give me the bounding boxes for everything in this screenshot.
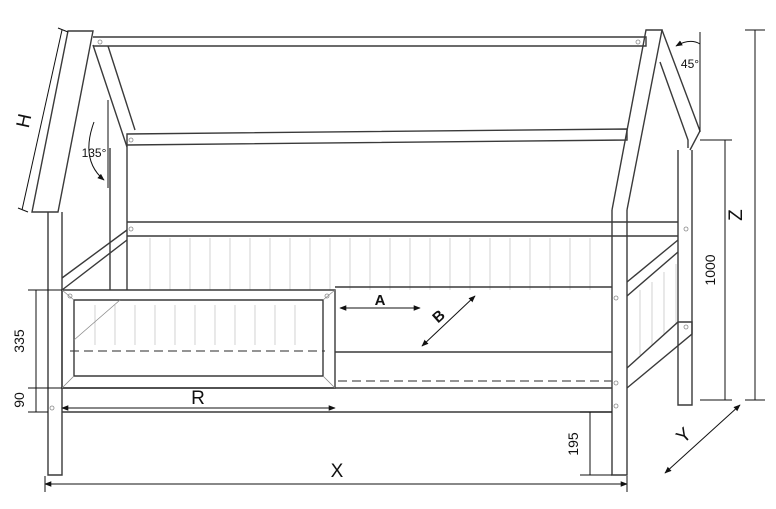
right-front-roof-beam-outer bbox=[611, 29, 663, 211]
label-angle-45: 45° bbox=[681, 57, 699, 71]
left-front-roof-beam bbox=[31, 30, 94, 213]
right-back-post bbox=[677, 150, 693, 406]
label-z: Z bbox=[726, 209, 747, 221]
label-335: 335 bbox=[11, 329, 27, 353]
right-side-lower-rail bbox=[626, 321, 693, 389]
left-back-post bbox=[109, 145, 128, 290]
label-angle-135: 135° bbox=[82, 146, 107, 160]
screws bbox=[49, 226, 689, 411]
label-195: 195 bbox=[565, 432, 581, 456]
angle-arc-45 bbox=[675, 40, 701, 47]
label-y: Y bbox=[673, 424, 697, 448]
label-a: A bbox=[375, 292, 386, 309]
bed-frame bbox=[47, 145, 693, 476]
front-guard-panel bbox=[61, 289, 336, 389]
label-x: X bbox=[331, 461, 344, 482]
left-back-roof-beam bbox=[92, 44, 136, 148]
label-90: 90 bbox=[11, 392, 27, 408]
roof-frame bbox=[31, 29, 701, 213]
left-front-post bbox=[47, 212, 63, 476]
front-rail-right bbox=[335, 286, 612, 353]
back-top-rail bbox=[127, 221, 678, 237]
roof-back-crossbar bbox=[126, 128, 628, 146]
dimension-labels: H Z 1000 335 90 195 R X Y A B 45° 135° bbox=[11, 57, 747, 482]
dimension-lines bbox=[17, 27, 765, 492]
right-front-roof-beam-inner bbox=[659, 29, 701, 151]
angle-arc-135 bbox=[88, 121, 105, 181]
roof-ridge-bar bbox=[93, 36, 647, 47]
dim-line-h bbox=[21, 29, 63, 211]
dim-line-b bbox=[421, 295, 476, 347]
left-side-rail bbox=[61, 229, 128, 291]
right-side-top-rail bbox=[626, 239, 679, 297]
label-1000: 1000 bbox=[702, 254, 718, 285]
right-side-slats bbox=[639, 264, 677, 355]
back-rail-slats bbox=[149, 238, 591, 290]
label-r: R bbox=[191, 388, 205, 409]
right-front-post bbox=[611, 210, 628, 476]
dim-line-y bbox=[664, 404, 741, 474]
label-h: H bbox=[13, 112, 36, 130]
